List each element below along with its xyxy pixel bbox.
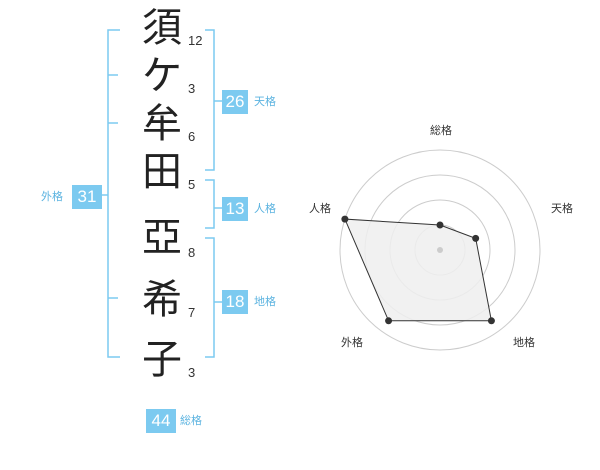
stroke-count: 12 — [188, 33, 203, 48]
radar-ring — [339, 149, 541, 351]
chikaku-label: 地格 — [254, 295, 276, 308]
axis-label-chikaku: 地格 — [513, 335, 535, 349]
gaikaku-bracket — [107, 29, 120, 358]
radar-chart: 総格 天格 地格 外格 人格 — [309, 123, 573, 351]
surname-char-4: 田 — [142, 149, 182, 195]
radar-point-0 — [436, 221, 444, 229]
gaikaku-label: 外格 — [41, 190, 63, 203]
surname-char-1: 須 — [142, 5, 182, 51]
surname-char-2: ケ — [142, 53, 182, 99]
tenkaku-bracket — [205, 29, 215, 171]
stroke-count: 7 — [188, 305, 196, 320]
axis-label-jinkaku: 人格 — [309, 201, 331, 215]
given-char-3: 子 — [142, 337, 182, 383]
radar-polygon — [344, 218, 493, 322]
radar-point-3 — [385, 317, 393, 325]
stroke-count: 3 — [188, 365, 196, 380]
radar-point-4 — [341, 215, 349, 223]
radar-point-1 — [472, 234, 480, 242]
soukaku-value: 44 — [146, 409, 176, 433]
stroke-count: 6 — [188, 129, 196, 144]
stroke-count: 3 — [188, 81, 196, 96]
jinkaku-value: 13 — [222, 197, 248, 221]
radar-point-2 — [487, 317, 495, 325]
given-char-1: 亞 — [142, 215, 182, 261]
axis-label-gaikaku: 外格 — [341, 335, 363, 349]
stroke-count: 8 — [188, 245, 196, 260]
tenkaku-value: 26 — [222, 90, 248, 114]
surname-char-3: 牟 — [142, 101, 182, 147]
given-char-2: 希 — [142, 277, 182, 323]
gaikaku-value: 31 — [72, 185, 102, 209]
radar-points — [341, 215, 495, 325]
tenkaku-label: 天格 — [254, 95, 276, 108]
jinkaku-label: 人格 — [254, 202, 276, 215]
axis-label-soukaku: 総格 — [430, 123, 452, 137]
brackets — [100, 29, 222, 358]
jinkaku-bracket — [205, 179, 215, 229]
radar-center — [437, 247, 443, 253]
chikaku-value: 18 — [222, 290, 248, 314]
soukaku-label: 総格 — [180, 414, 202, 427]
chikaku-bracket — [205, 237, 215, 358]
stroke-count: 5 — [188, 177, 196, 192]
axis-label-tenkaku: 天格 — [551, 201, 573, 215]
